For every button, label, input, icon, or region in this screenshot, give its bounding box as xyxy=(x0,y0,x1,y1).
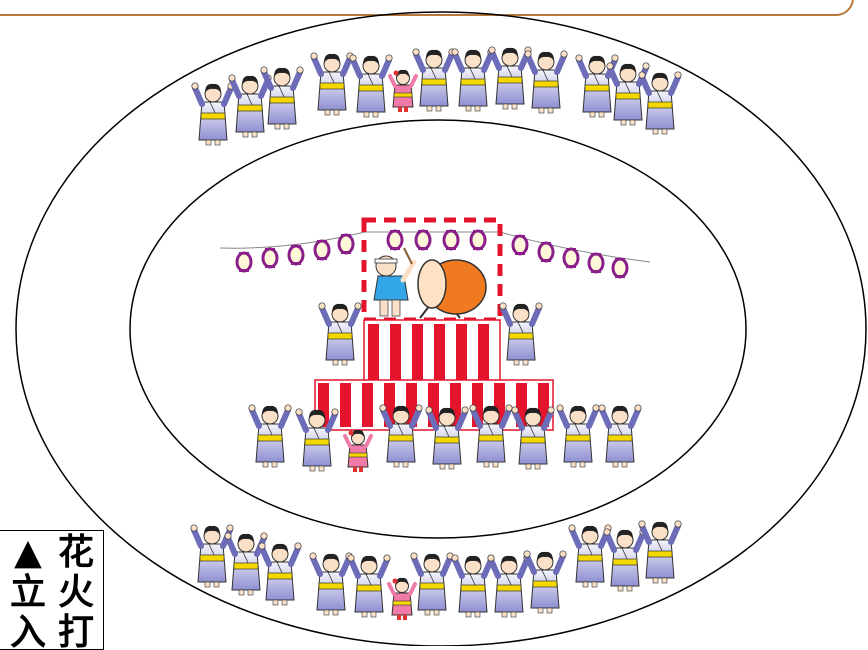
sign-left-column: ▲ 立 入 xyxy=(3,533,53,650)
sign-right-column: 花 火 打 xyxy=(51,533,101,650)
sign-char: 入 xyxy=(3,613,53,650)
taiko-drum-icon xyxy=(418,260,486,318)
sign-char: 打 xyxy=(51,613,101,650)
sign-char: ▲ xyxy=(3,533,53,573)
sign-char: 火 xyxy=(51,573,101,613)
taiko-drummer-icon xyxy=(374,248,414,316)
sign-char: 立 xyxy=(3,573,53,613)
fireworks-no-entry-sign: ▲ 立 入 花 火 打 xyxy=(0,530,104,650)
sign-char: 花 xyxy=(51,533,101,573)
lantern-string-left xyxy=(220,232,650,262)
